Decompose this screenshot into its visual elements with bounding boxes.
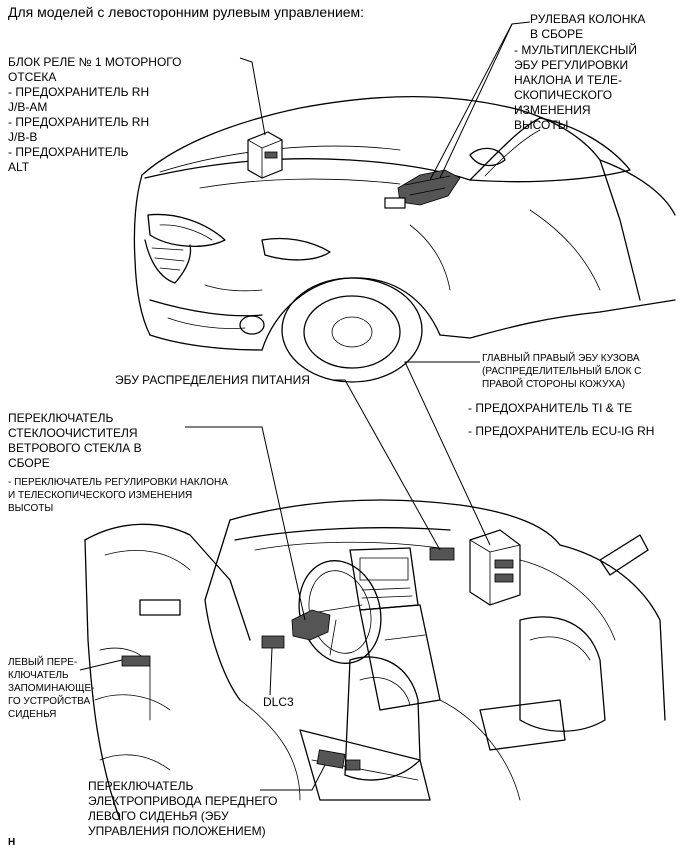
memory-seat-switch-component	[121, 655, 151, 667]
label-power-distribution-ecu: ЭБУ РАСПРЕДЕЛЕНИЯ ПИТАНИЯ	[115, 373, 310, 387]
label-fuse-ecu-ig: - ПРЕДОХРАНИТЕЛЬ ECU-IG RH	[468, 424, 655, 438]
power-distribution-ecu-component	[429, 547, 455, 561]
label-steering-column: РУЛЕВАЯ КОЛОНКА В СБОРЕ	[530, 12, 646, 41]
driver-seat	[299, 656, 431, 801]
car-interior-illustration	[84, 499, 666, 821]
label-fuse-ti-te: - ПРЕДОХРАНИТЕЛЬ TI & TE	[468, 401, 633, 415]
label-engine-relay-block: БЛОК РЕЛЕ № 1 МОТОРНОГО ОТСЕКА - ПРЕДОХР…	[8, 55, 182, 174]
leader-lines	[79, 21, 531, 791]
main-body-ecu-component	[469, 529, 521, 606]
label-memory-seat-switch: ЛЕВЫЙ ПЕРЕ- КЛЮЧАТЕЛЬ ЗАПОМИНАЮЩЕ- ГО УС…	[8, 657, 95, 720]
label-power-seat-switch: ПЕРЕКЛЮЧАТЕЛЬ ЭЛЕКТРОПРИВОДА ПЕРЕДНЕГО Л…	[88, 779, 278, 838]
steering-column-component	[384, 169, 461, 209]
power-seat-switch-component	[316, 749, 361, 771]
label-wiper-switch: ПЕРЕКЛЮЧАТЕЛЬ СТЕКЛООЧИСТИТЕЛЯ ВЕТРОВОГО…	[8, 411, 142, 470]
wiper-switch-component	[291, 609, 331, 641]
dlc3-component	[261, 635, 285, 649]
label-steering-column-ecu: - МУЛЬТИПЛЕКСНЫЙ ЭБУ РЕГУЛИРОВКИ НАКЛОНА…	[514, 43, 637, 132]
page-heading: Для моделей с левосторонним рулевым упра…	[8, 4, 365, 20]
car-exterior-illustration	[133, 96, 676, 383]
label-main-body-ecu: ГЛАВНЫЙ ПРАВЫЙ ЭБУ КУЗОВА (РАСПРЕДЕЛИТЕЛ…	[482, 353, 642, 390]
engine-relay-block-component	[247, 131, 283, 179]
corner-mark: H	[8, 837, 16, 848]
label-dlc3: DLC3	[263, 695, 294, 709]
label-tilt-telescopic-switch: - ПЕРЕКЛЮЧАТЕЛЬ РЕГУЛИРОВКИ НАКЛОНА И ТЕ…	[8, 477, 228, 514]
